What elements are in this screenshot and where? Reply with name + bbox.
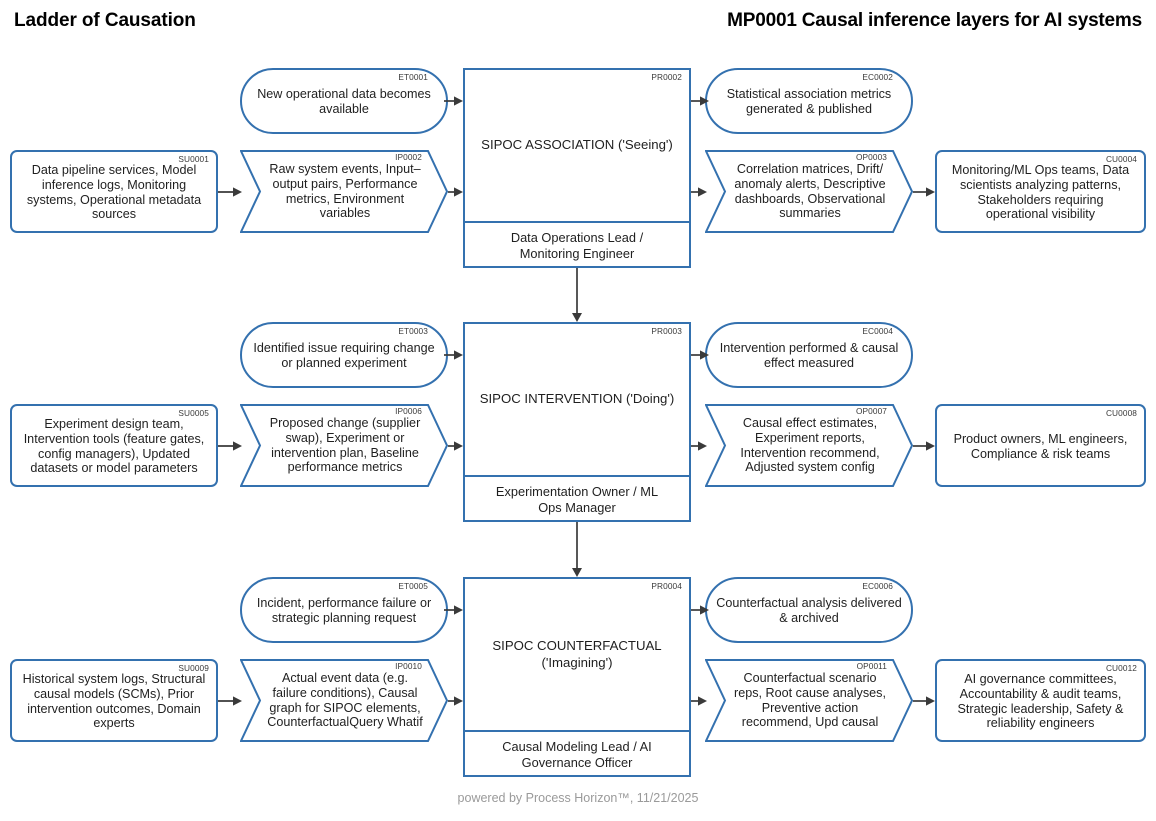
arrow-process-to-output-row1 [683, 182, 715, 202]
node-id-label: IP0006 [395, 406, 422, 416]
input-node-row2-shape [240, 404, 448, 487]
event-node-row3-text: Incident, performance failure or strateg… [256, 596, 432, 625]
arrow-output-to-customer-row2 [905, 436, 943, 456]
output-node-row3-shape [705, 659, 913, 742]
output-node-row3-text: Counterfactual scenario reps, Root cause… [734, 670, 886, 730]
node-id-label: SU0009 [178, 663, 209, 673]
process-node-row2-role: Experimentation Owner / ML Ops Manager [495, 484, 659, 515]
arrow-process-to-output-row2 [683, 436, 715, 456]
output-node-row2-shape [705, 404, 913, 487]
arrow-event-to-process-row2 [436, 345, 471, 365]
arrow-process-chain-1-to-2 [567, 262, 587, 328]
arrow-input-to-process-row3 [440, 691, 471, 711]
footer-attribution: powered by Process Horizon™, 11/21/2025 [457, 791, 699, 805]
node-id-label: CU0004 [1105, 154, 1137, 164]
node-id-label: EC0004 [862, 326, 893, 336]
supplier-node-row3-text: Historical system logs, Structural causa… [22, 671, 206, 731]
customer-node-row2-text: Product owners, ML engineers, Compliance… [953, 431, 1128, 461]
arrow-process-to-outcome-row2 [683, 345, 717, 365]
customer-node-row1-text: Monitoring/ML Ops teams, Data scientists… [951, 162, 1130, 222]
node-id-label: EC0002 [862, 72, 893, 82]
node-id-label: PR0002 [651, 72, 682, 82]
input-node-row1-shape [240, 150, 448, 233]
output-node-row1-text: Correlation matrices, Drift/ anomaly ale… [734, 161, 886, 221]
input-node-row3-shape [240, 659, 448, 742]
outcome-node-row3-text: Counterfactual analysis delivered & arch… [716, 596, 902, 625]
node-id-label: EC0006 [862, 581, 893, 591]
node-id-label: SU0001 [178, 154, 209, 164]
process-node-row1-role: Data Operations Lead / Monitoring Engine… [510, 230, 644, 261]
node-id-label: CU0008 [1105, 408, 1137, 418]
supplier-node-row2-text: Experiment design team, Intervention too… [23, 416, 205, 476]
arrow-process-to-outcome-row3 [683, 600, 717, 620]
node-id-label: ET0001 [398, 72, 428, 82]
input-node-row1-text: Raw system events, Input– output pairs, … [269, 161, 421, 221]
output-node-row2-text: Causal effect estimates, Experiment repo… [740, 415, 880, 475]
node-id-label: CU0012 [1105, 663, 1137, 673]
arrow-output-to-customer-row3 [905, 691, 943, 711]
arrow-supplier-to-input-row3 [210, 691, 250, 711]
node-id-label: ET0005 [398, 581, 428, 591]
input-node-row2-text: Proposed change (supplier swap), Experim… [269, 415, 421, 475]
node-id-label: OP0003 [855, 152, 887, 162]
process-node-row3-role: Causal Modeling Lead / AI Governance Off… [502, 739, 652, 770]
arrow-input-to-process-row1 [440, 182, 471, 202]
arrow-process-chain-2-to-3 [567, 516, 587, 583]
input-node-row3-text: Actual event data (e.g. failure conditio… [267, 670, 423, 730]
page-title-left: Ladder of Causation [14, 10, 196, 31]
node-id-label: ET0003 [398, 326, 428, 336]
supplier-node-row1-text: Data pipeline services, Model inference … [26, 162, 202, 222]
node-id-label: PR0003 [651, 326, 682, 336]
arrow-process-to-output-row3 [683, 691, 715, 711]
process-node-row1-title: SIPOC ASSOCIATION ('Seeing') [465, 70, 689, 223]
node-id-label: IP0010 [395, 661, 422, 671]
arrow-output-to-customer-row1 [905, 182, 943, 202]
node-id-label: OP0007 [855, 406, 887, 416]
process-node-row3-title: SIPOC COUNTERFACTUAL ('Imagining') [465, 579, 689, 732]
node-id-label: PR0004 [651, 581, 682, 591]
node-id-label: OP0011 [856, 661, 887, 671]
event-node-row2-text: Identified issue requiring change or pla… [253, 341, 435, 370]
arrow-input-to-process-row2 [440, 436, 471, 456]
arrow-supplier-to-input-row2 [210, 436, 250, 456]
outcome-node-row2-text: Intervention performed & causal effect m… [719, 341, 899, 370]
node-id-label: SU0005 [178, 408, 209, 418]
outcome-node-row1-text: Statistical association metrics generate… [726, 87, 892, 116]
output-node-row1-shape [705, 150, 913, 233]
page-title-right: MP0001 Causal inference layers for AI sy… [727, 10, 1142, 31]
arrow-event-to-process-row3 [436, 600, 471, 620]
arrow-supplier-to-input-row1 [210, 182, 250, 202]
node-id-label: IP0002 [395, 152, 422, 162]
process-node-row2-title: SIPOC INTERVENTION ('Doing') [465, 324, 689, 477]
event-node-row1-text: New operational data becomes available [257, 87, 431, 116]
arrow-event-to-process-row1 [436, 91, 471, 111]
arrow-process-to-outcome-row1 [683, 91, 717, 111]
customer-node-row3-text: AI governance committees, Accountability… [957, 671, 1124, 731]
